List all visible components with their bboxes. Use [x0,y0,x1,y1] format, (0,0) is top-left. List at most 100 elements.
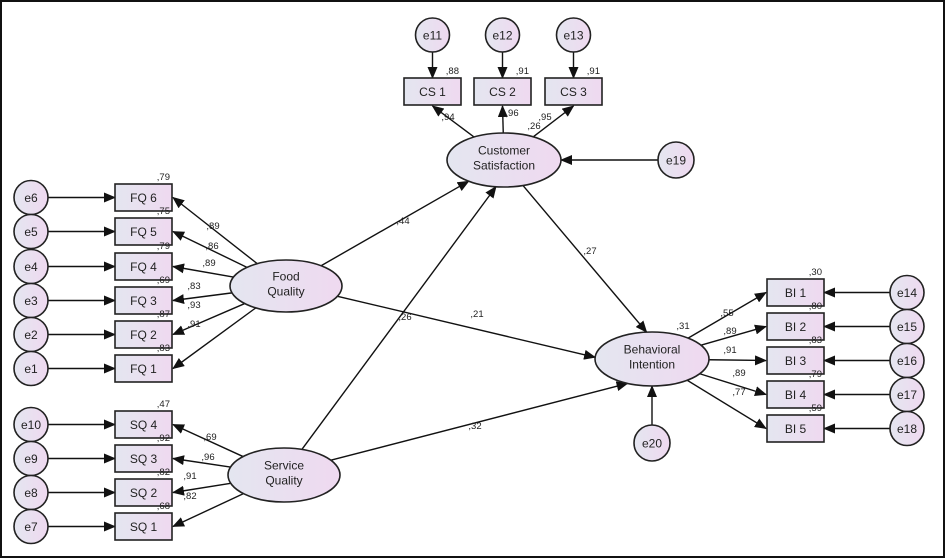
path-cs-to-bi [522,185,648,333]
indicator-box-fq6 [114,183,173,212]
latent-label: Quality [267,285,304,299]
error-circle-e11 [414,17,451,53]
factor-loading: ,89 [206,221,219,232]
squared-multiple-correlation: ,83 [157,343,170,354]
indicator-label: SQ 1 [130,520,158,534]
squared-multiple-correlation: ,91 [516,66,529,77]
indicator-label: FQ 4 [130,260,157,274]
squared-multiple-correlation: ,79 [157,241,170,252]
latent-label: Service [264,459,304,473]
indicator-box-bi1 [766,278,825,307]
squared-multiple-correlation: ,91 [587,66,600,77]
squared-multiple-correlation: ,88 [446,66,459,77]
latent-label: Quality [265,474,302,488]
error-circle-e12 [484,17,521,53]
error-label: e9 [24,452,38,466]
latent-bi [594,331,710,387]
path-sq-to-bi [330,381,629,461]
indicator-box-fq3 [114,286,173,315]
squared-multiple-correlation: ,87 [157,309,170,320]
latent-label: Customer [478,144,530,158]
latent-label: Satisfaction [473,159,535,173]
error-label: e11 [423,29,442,43]
factor-loading: ,96 [505,108,518,119]
indicator-label: CS 1 [419,85,446,99]
error-label: e3 [24,294,38,308]
loading-arrow-fq4 [172,263,234,278]
nodes-layer [13,17,925,545]
squared-multiple-correlation: ,75 [157,206,170,217]
factor-loading: ,69 [203,432,216,443]
path-coefficient: ,32 [468,421,481,432]
squared-multiple-correlation: ,79 [809,369,822,380]
loading-arrow-fq2 [172,302,245,336]
loading-arrow-fq5 [172,230,248,268]
squared-multiple-correlation: ,82 [157,467,170,478]
indicator-box-bi5 [766,414,825,443]
path-fq-to-bi [337,295,597,360]
indicator-label: BI 4 [785,388,807,402]
indicator-label: CS 3 [560,85,587,99]
error-label: e1 [24,362,38,376]
factor-loading: ,93 [187,300,200,311]
factor-loading: ,89 [732,368,745,379]
indicator-box-sq1 [114,512,173,541]
factor-loading: ,86 [205,241,218,252]
factor-loading: ,91 [183,471,196,482]
factor-loading: ,89 [202,258,215,269]
error-circle-e5 [13,213,49,250]
latent-r2: ,31 [676,321,689,332]
error-label: e17 [897,388,917,402]
path-coefficient: ,44 [396,216,409,227]
factor-loading: ,94 [441,112,454,123]
indicator-label: SQ 3 [130,452,158,466]
indicator-label: FQ 5 [130,225,157,239]
error-circle-e18 [889,410,925,447]
squared-multiple-correlation: ,68 [157,501,170,512]
loading-arrow-cs3 [532,105,575,138]
indicator-label: CS 2 [489,85,516,99]
squared-multiple-correlation: ,69 [157,275,170,286]
factor-loading: ,82 [183,491,196,502]
error-label: e16 [897,354,917,368]
error-label: e7 [24,520,38,534]
latent-label: Food [272,270,299,284]
factor-loading: ,89 [723,326,736,337]
indicator-label: BI 3 [785,354,807,368]
squared-multiple-correlation: ,79 [157,172,170,183]
error-label: e15 [897,320,917,334]
indicator-label: SQ 4 [130,418,158,432]
loading-arrow-fq6 [172,196,258,265]
latent-cs [446,132,562,188]
error-circle-e7 [13,508,49,545]
error-label: e6 [24,191,38,205]
indicator-box-fq1 [114,354,173,383]
error-circle-e1 [13,350,49,387]
disturbance-circle-e19 [657,141,695,179]
latent-label: Behavioral [624,343,681,357]
loading-arrow-sq3 [172,455,231,468]
loading-arrow-fq1 [172,307,257,370]
squared-multiple-correlation: ,92 [157,433,170,444]
factor-loading: ,91 [187,319,200,330]
error-label: e18 [897,422,917,436]
indicator-box-sq2 [114,478,173,507]
loading-arrow-bi2 [700,324,767,346]
loading-arrow-bi3 [708,355,767,366]
path-coefficient: ,26 [398,312,411,323]
indicator-box-fq2 [114,320,173,349]
error-label: e2 [24,328,38,342]
indicator-box-bi3 [766,346,825,375]
error-label: e13 [563,29,583,43]
latent-label: Intention [629,358,675,372]
error-label: e14 [897,286,917,300]
loading-arrow-bi5 [686,379,767,430]
indicator-label: FQ 2 [130,328,157,342]
loading-arrow-sq2 [172,482,231,496]
disturbance-label: e19 [666,154,686,168]
latent-sq [227,447,341,503]
loading-arrow-bi4 [699,373,767,396]
indicator-label: FQ 1 [130,362,157,376]
